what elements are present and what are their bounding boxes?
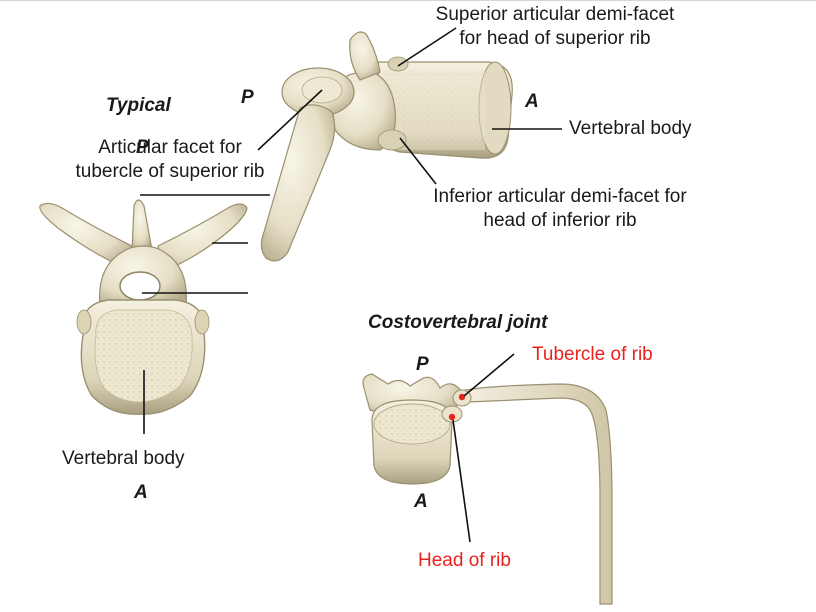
anterior-marker-left: A	[134, 482, 148, 503]
superior-facet-line1: Superior articular demi-facet	[435, 4, 675, 25]
posterior-marker-overlap: P	[136, 137, 149, 158]
inferior-facet-line1: Inferior articular demi-facet for	[433, 186, 687, 207]
left-transverse-process	[39, 202, 133, 271]
superior-facet-line2: for head of superior rib	[459, 28, 651, 49]
anterior-marker-joint: A	[414, 491, 428, 512]
leader-head-of-rib	[452, 419, 471, 543]
leader-superior-facet	[397, 27, 457, 67]
vertebral-foramen	[119, 271, 161, 301]
posterior-marker-top: P	[241, 87, 254, 108]
inferior-facet-label: Inferior articular demi-facet for head o…	[400, 185, 720, 233]
leader-lines	[140, 27, 562, 543]
leader-articular-facet	[257, 89, 323, 151]
typical-label: Typical	[106, 95, 171, 116]
articular-facet-line2: tubercle of superior rib	[75, 161, 265, 182]
head-of-rib-label: Head of rib	[418, 550, 511, 571]
articular-facet-line1: Articular facet for	[98, 137, 242, 158]
superior-view-vertebra	[39, 199, 248, 415]
costovertebral-joint-title: Costovertebral joint	[368, 312, 548, 333]
articular-facet-label: Articular facet for tubercle of superior…	[52, 136, 288, 184]
leader-inferior-facet	[399, 137, 437, 185]
vertebral-body-right-label: Vertebral body	[569, 118, 692, 139]
lateral-superior-process	[349, 31, 381, 81]
leader-tubercle-of-rib	[463, 353, 515, 397]
right-transverse-process	[157, 203, 248, 273]
top-border	[0, 0, 816, 1]
superior-spinous-process	[131, 199, 153, 251]
lateral-spinous-process	[260, 104, 336, 262]
inferior-facet-line2: head of inferior rib	[483, 210, 637, 231]
tubercle-of-rib-label: Tubercle of rib	[532, 344, 653, 365]
head-red-marker	[448, 413, 456, 421]
anterior-marker-right: A	[525, 91, 539, 112]
lateral-vertebra	[260, 31, 513, 262]
vertebral-body-left-label: Vertebral body	[62, 448, 185, 469]
costovertebral-joint-illustration	[362, 373, 613, 605]
posterior-marker-joint: P	[416, 354, 429, 375]
rib	[456, 383, 613, 605]
superior-facet-label: Superior articular demi-facet for head o…	[400, 3, 710, 51]
